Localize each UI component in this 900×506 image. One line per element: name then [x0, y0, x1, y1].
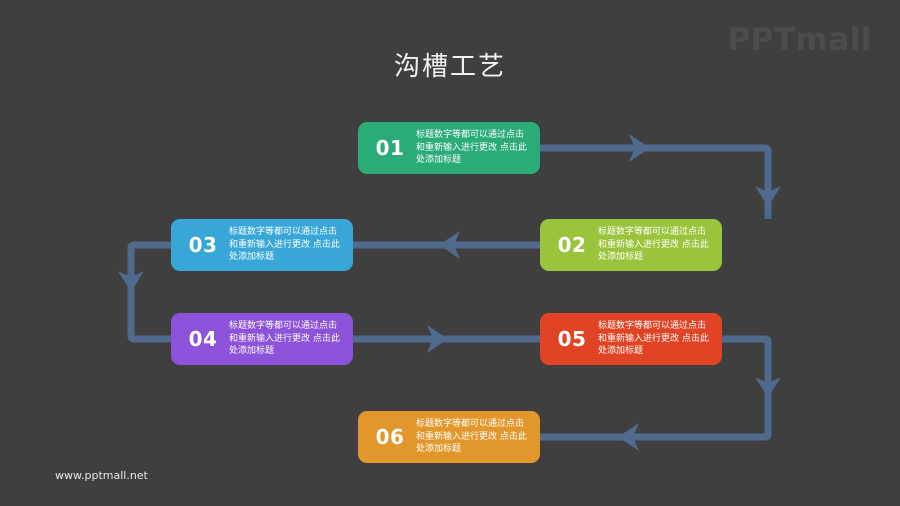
node-number-03: 03	[188, 233, 218, 257]
pptmall-logo: PPTmall	[727, 22, 872, 58]
footer-url: www.pptmall.net	[55, 469, 148, 482]
arrowhead-down-02	[755, 186, 781, 207]
node-number-04: 04	[188, 327, 218, 351]
node-number-02: 02	[557, 233, 587, 257]
process-node-05[interactable]: 05 标题数字等都可以通过点击和重新输入进行更改 点击此处添加标题	[540, 313, 722, 365]
arrowhead-down-06	[755, 377, 781, 398]
node-description-04: 标题数字等都可以通过点击和重新输入进行更改 点击此处添加标题	[229, 320, 340, 357]
node-description-01: 标题数字等都可以通过点击和重新输入进行更改 点击此处添加标题	[416, 129, 527, 166]
process-node-01[interactable]: 01 标题数字等都可以通过点击和重新输入进行更改 点击此处添加标题	[358, 122, 540, 174]
arrowhead-left-03	[439, 231, 460, 259]
node-number-06: 06	[375, 425, 405, 449]
process-node-03[interactable]: 03 标题数字等都可以通过点击和重新输入进行更改 点击此处添加标题	[171, 219, 353, 271]
connector-03-to-04	[127, 241, 171, 343]
connector-01-to-02	[540, 144, 772, 219]
node-description-05: 标题数字等都可以通过点击和重新输入进行更改 点击此处添加标题	[598, 320, 709, 357]
arrowhead-left-06	[618, 423, 639, 451]
process-node-04[interactable]: 04 标题数字等都可以通过点击和重新输入进行更改 点击此处添加标题	[171, 313, 353, 365]
arrowhead-right-01	[629, 134, 650, 162]
process-node-06[interactable]: 06 标题数字等都可以通过点击和重新输入进行更改 点击此处添加标题	[358, 411, 540, 463]
node-description-02: 标题数字等都可以通过点击和重新输入进行更改 点击此处添加标题	[598, 226, 709, 263]
arrowhead-down-04	[118, 271, 144, 292]
node-number-01: 01	[375, 136, 405, 160]
node-description-03: 标题数字等都可以通过点击和重新输入进行更改 点击此处添加标题	[229, 226, 340, 263]
node-number-05: 05	[557, 327, 587, 351]
process-node-02[interactable]: 02 标题数字等都可以通过点击和重新输入进行更改 点击此处添加标题	[540, 219, 722, 271]
node-description-06: 标题数字等都可以通过点击和重新输入进行更改 点击此处添加标题	[416, 418, 527, 455]
page-title: 沟槽工艺	[393, 52, 506, 82]
arrowhead-right-05	[427, 325, 448, 353]
arrowheads	[118, 134, 781, 451]
